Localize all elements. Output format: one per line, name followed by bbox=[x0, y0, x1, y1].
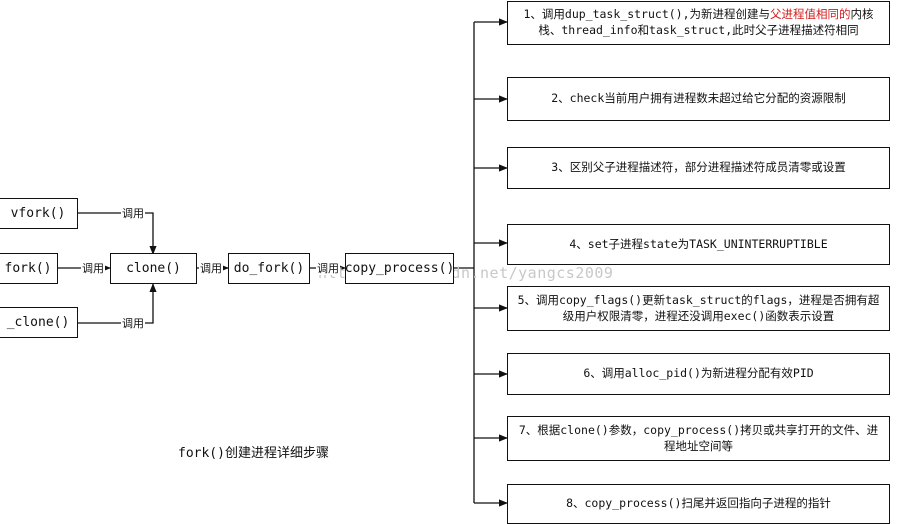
clone-node: clone() bbox=[110, 253, 197, 284]
fork-node: fork() bbox=[0, 253, 58, 284]
step-8-box: 8、copy_process()扫尾并返回指向子进程的指针 bbox=[507, 484, 890, 524]
edge-label-clone: 调用 bbox=[199, 262, 223, 275]
edge-label-underscore-clone: 调用 bbox=[121, 317, 145, 330]
step-4-box: 4、set子进程state为TASK_UNINTERRUPTIBLE bbox=[507, 224, 890, 265]
step-3-box: 3、区别父子进程描述符，部分进程描述符成员清零或设置 bbox=[507, 147, 890, 189]
step-7-box: 7、根据clone()参数，copy_process()拷贝或共享打开的文件、进… bbox=[507, 416, 890, 461]
underscore-clone-node: _clone() bbox=[0, 307, 78, 338]
step-5-box: 5、调用copy_flags()更新task_struct的flags，进程是否… bbox=[507, 286, 890, 331]
copy-process-node: copy_process() bbox=[345, 253, 454, 284]
edge-vfork-clone bbox=[78, 212, 157, 255]
edge-underscore-clone-clone bbox=[78, 283, 157, 324]
do-fork-node: do_fork() bbox=[228, 253, 310, 284]
diagram-caption: fork()创建进程详细步骤 bbox=[178, 446, 329, 461]
edge-label-fork: 调用 bbox=[81, 262, 105, 275]
edge-label-vfork: 调用 bbox=[121, 207, 145, 220]
step-2-box: 2、check当前用户拥有进程数未超过给它分配的资源限制 bbox=[507, 77, 890, 121]
step-1-box: 1、调用dup_task_struct(),为新进程创建与父进程值相同的内核栈、… bbox=[507, 1, 890, 45]
vfork-node: vfork() bbox=[0, 198, 78, 229]
edge-label-dofork: 调用 bbox=[316, 262, 340, 275]
step-6-box: 6、调用alloc_pid()为新进程分配有效PID bbox=[507, 353, 890, 395]
step-1-text: 1、调用dup_task_struct(),为新进程创建与父进程值相同的内核栈、… bbox=[523, 7, 874, 37]
